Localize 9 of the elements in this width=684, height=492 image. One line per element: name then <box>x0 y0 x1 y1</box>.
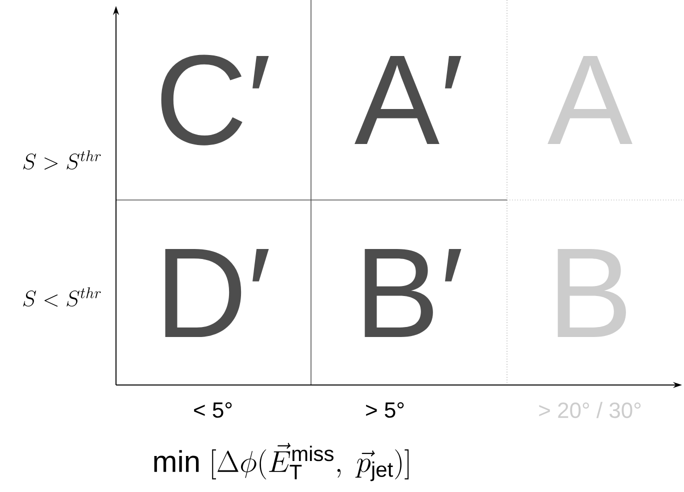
region-letter: B′ <box>364 248 462 338</box>
tick-label: > 5° <box>366 402 404 418</box>
region-letter: C′ <box>161 54 269 146</box>
region-letter: D′ <box>165 248 269 338</box>
region-letter: A′ <box>354 56 462 144</box>
axis-label: $S < S^{thr}$ <box>23 287 101 307</box>
axis-title: $\mathrm{min}\ [\Delta\phi(\vec{E}_{\mathrm{T}}^{\mathrm{miss}},\ \vec{p}_{\mathrm{jet}})]$ <box>154 442 409 482</box>
tick-label: < 5° <box>194 402 232 418</box>
axis-label: $S > S^{thr}$ <box>23 150 101 170</box>
